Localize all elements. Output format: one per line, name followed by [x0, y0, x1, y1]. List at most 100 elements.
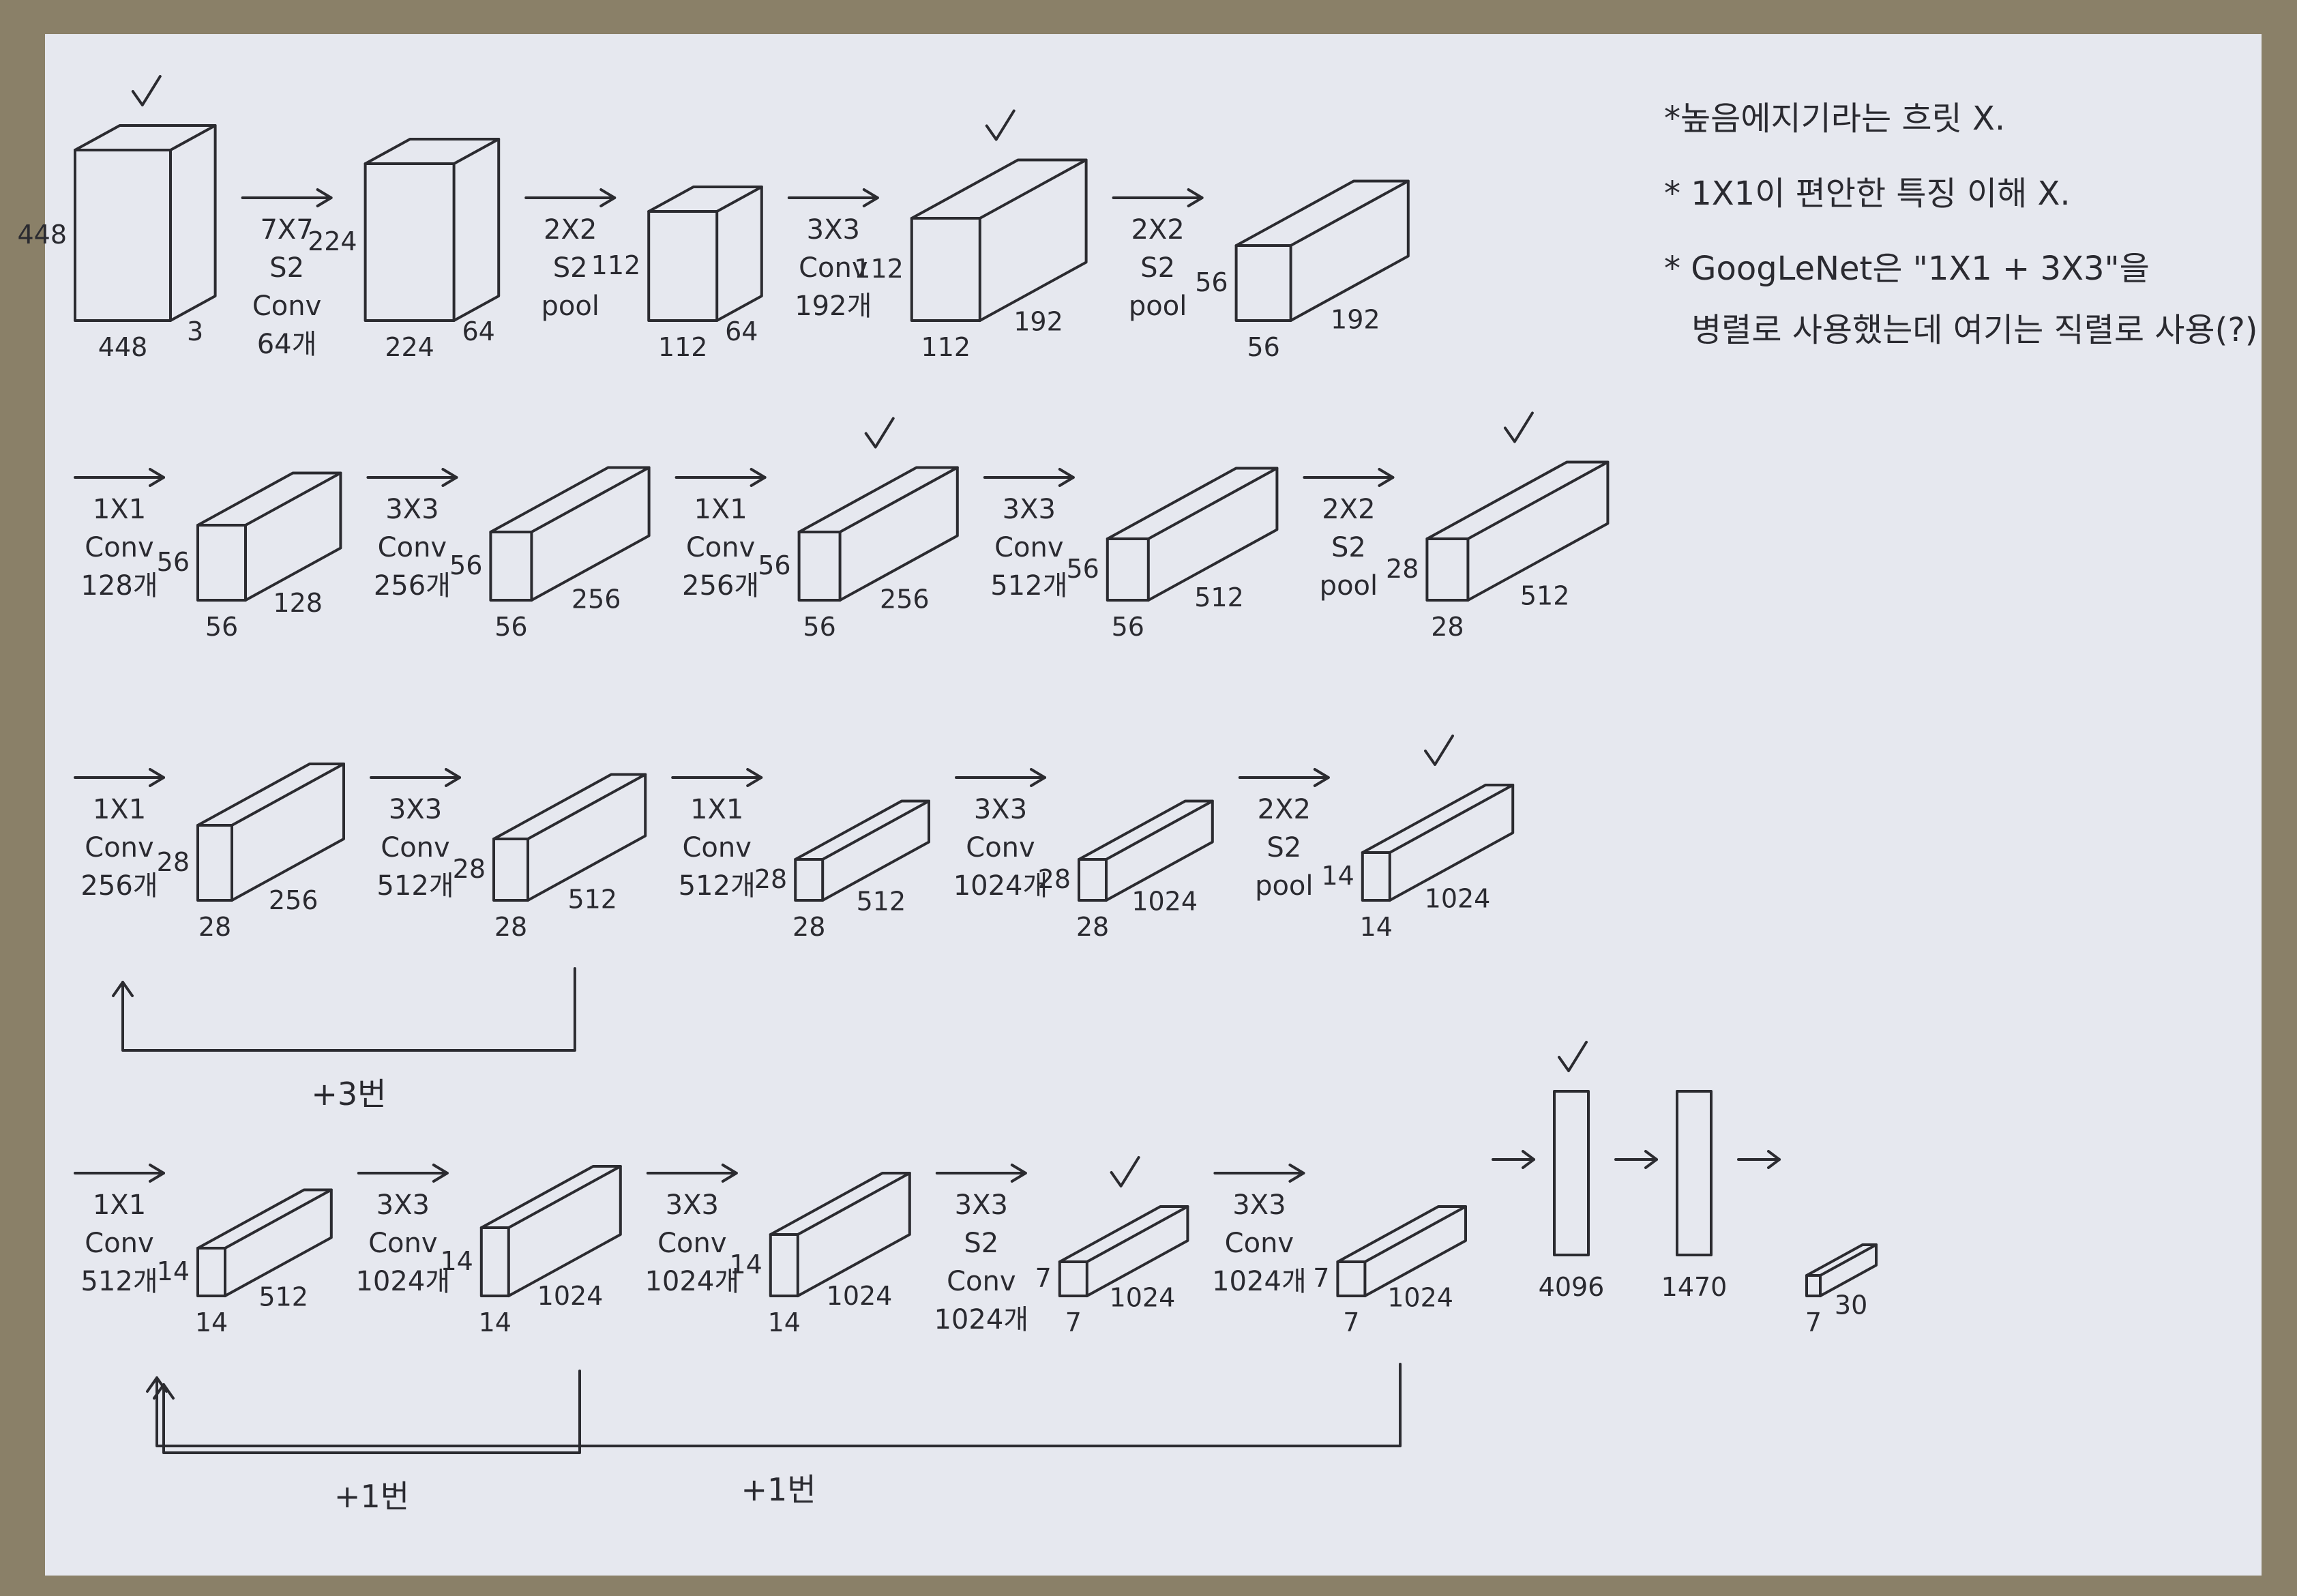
op-label: Conv: [947, 1266, 1016, 1297]
dim-width-label: 112: [658, 332, 708, 362]
row-1: 44844837X7S2Conv64개224224642X2S2pool1121…: [17, 75, 1410, 362]
op-label: Conv: [682, 832, 751, 863]
op-label: 512개: [376, 870, 454, 902]
dim-depth-label: 512: [567, 885, 617, 915]
notes-block: *높음에지기라는 흐릿 X. * 1X1이 편안한 특징 이해 X. * Goo…: [1664, 100, 2258, 349]
op-label: 1024개: [644, 1266, 739, 1297]
op-label: 2X2: [1322, 494, 1375, 525]
op-label: Conv: [85, 832, 153, 863]
fc-size-label: 4096: [1539, 1272, 1605, 1302]
check-mark-icon: [131, 75, 162, 106]
flow-arrow: [1737, 1150, 1781, 1169]
dim-depth-label: 128: [273, 588, 323, 618]
dim-height-label: 56: [449, 550, 482, 580]
check-mark-icon: [1424, 735, 1454, 766]
repeat-bracket: +3번: [112, 967, 576, 1112]
dim-width-label: 56: [205, 612, 238, 642]
op-label: S2: [553, 252, 588, 284]
op-label: Conv: [1225, 1228, 1294, 1259]
dim-height-label: 28: [453, 854, 486, 884]
dim-height-label: 28: [1038, 864, 1071, 894]
dim-height-label: 56: [758, 550, 790, 580]
op-label: 3X3: [807, 214, 860, 246]
op-label: pool: [1320, 570, 1378, 602]
dim-depth-label: 512: [1520, 580, 1570, 610]
dim-depth-label: 64: [462, 316, 495, 346]
op-label: 256개: [682, 570, 759, 602]
op-label: Conv: [381, 832, 449, 863]
dim-height-label: 28: [754, 864, 787, 894]
op-label: 1X1: [690, 794, 743, 825]
op-label: 1024개: [1212, 1266, 1307, 1297]
dim-depth-label: 1024: [827, 1281, 893, 1311]
op-label: 2X2: [1131, 214, 1184, 246]
op-label: S2: [1266, 832, 1301, 863]
dim-width-label: 14: [479, 1307, 512, 1338]
row-4: 1X1Conv512개14145123X3Conv1024개141410243X…: [74, 1041, 1878, 1515]
dim-depth-label: 512: [258, 1282, 308, 1312]
paper-surface: [45, 34, 2262, 1576]
dim-height-label: 7: [1313, 1263, 1329, 1293]
op-label: 192개: [795, 291, 872, 322]
dim-height-label: 28: [1386, 554, 1419, 584]
dim-height-label: 112: [591, 250, 641, 280]
op-label: Conv: [85, 1228, 153, 1259]
op-label: S2: [1331, 532, 1366, 563]
op-label: 1X1: [93, 494, 146, 525]
op-label: S2: [1140, 252, 1175, 284]
op-label: 3X3: [1003, 494, 1056, 525]
dim-width-label: 14: [195, 1307, 228, 1338]
dim-width-label: 28: [198, 912, 231, 942]
op-label: S2: [964, 1228, 998, 1259]
dim-height-label: 112: [854, 254, 904, 284]
dim-width-label: 7: [1343, 1307, 1359, 1338]
dim-depth-label: 192: [1013, 306, 1063, 336]
op-label: pool: [541, 291, 599, 322]
dim-depth-label: 3: [187, 316, 203, 346]
repeat-bracket: +1번: [146, 1363, 1402, 1508]
dim-width-label: 56: [1247, 332, 1279, 362]
op-label: 2X2: [1258, 794, 1311, 825]
op-label: 7X7: [260, 214, 313, 246]
op-label: Conv: [368, 1228, 437, 1259]
flow-arrow: [1614, 1150, 1658, 1169]
row-3: 1X1Conv256개28282563X3Conv512개28285121X1C…: [74, 735, 1515, 1112]
op-label: pool: [1129, 291, 1187, 322]
note-line-3: * GoogLeNet은 "1X1 + 3X3"을: [1664, 250, 2150, 288]
op-label: 1X1: [93, 1189, 146, 1221]
check-mark-icon: [1110, 1156, 1140, 1187]
dim-depth-label: 1024: [1425, 883, 1491, 913]
row-2: 1X1Conv128개56561283X3Conv256개56562561X1C…: [74, 411, 1610, 642]
dim-depth-label: 1024: [537, 1281, 604, 1311]
check-mark-icon: [985, 109, 1016, 141]
repeat-label: +1번: [741, 1471, 816, 1508]
op-label: 3X3: [1232, 1189, 1286, 1221]
dim-height-label: 56: [1195, 267, 1228, 297]
op-label: Conv: [657, 1228, 726, 1259]
check-mark-icon: [1558, 1041, 1588, 1072]
op-label: 1024개: [953, 870, 1048, 902]
dim-depth-label: 256: [269, 885, 318, 915]
dim-height-label: 56: [1066, 554, 1099, 584]
fc-size-label: 1470: [1661, 1272, 1728, 1302]
op-label: 512개: [80, 1266, 158, 1297]
dim-height-label: 224: [308, 226, 357, 256]
